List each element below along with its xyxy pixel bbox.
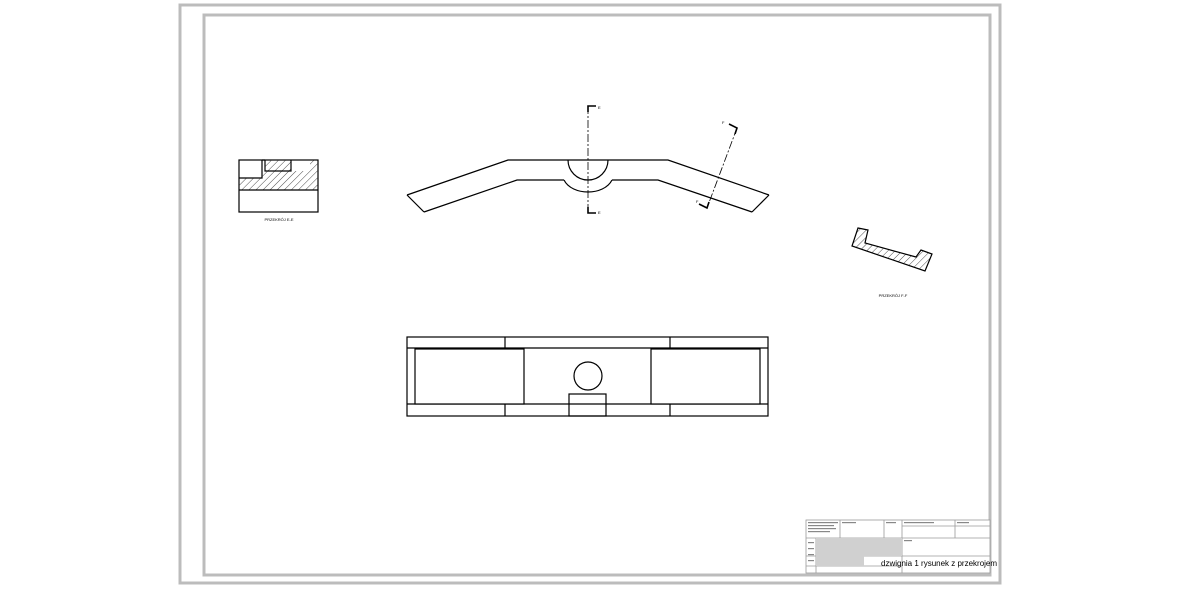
inner-frame [202, 13, 992, 577]
section-view-e [238, 159, 319, 213]
cutting-plane-f [698, 123, 738, 210]
section-view-f [851, 227, 933, 272]
section-label-e: PRZEKRÓJ E-E [264, 217, 293, 222]
cut-mark-f-bottom: F [696, 199, 699, 204]
title-block-small-text [808, 522, 969, 562]
top-view [406, 336, 769, 417]
drawing-title: dzwignia 1 rysunek z przekrojem [881, 559, 997, 568]
cut-mark-e-bottom: E [598, 210, 601, 215]
cut-mark-e-top: E [598, 105, 601, 110]
cut-mark-f-top: F [722, 120, 725, 125]
outer-frame [178, 3, 1002, 585]
section-label-f: PRZEKRÓJ F-F [879, 293, 908, 298]
title-block [805, 519, 991, 574]
cutting-plane-e [587, 105, 596, 214]
